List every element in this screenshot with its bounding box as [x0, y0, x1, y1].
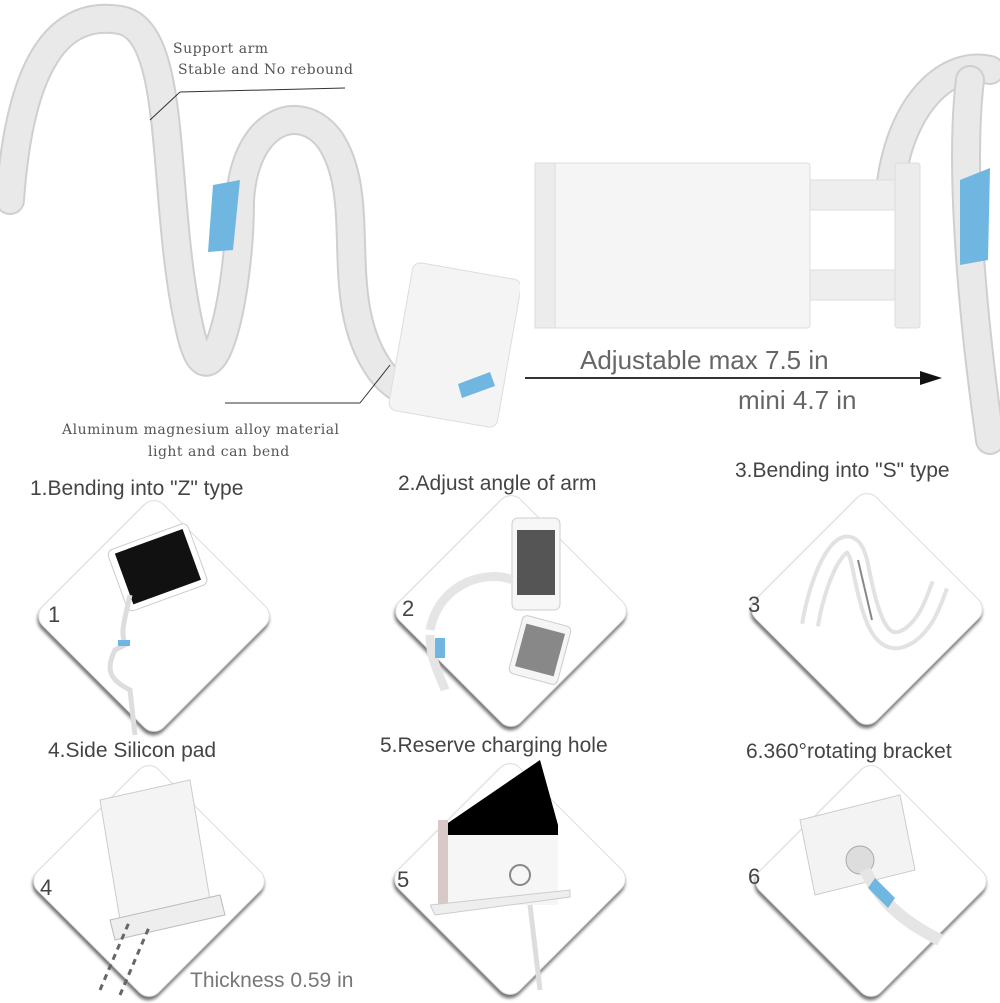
feature-caption-5: 5.Reserve charging hole [380, 734, 608, 757]
blue-collar-icon [960, 168, 990, 265]
rotating-bracket-image [799, 794, 943, 946]
tablet-holder-illustration [534, 53, 1000, 455]
s-bend-arm-image [800, 534, 950, 651]
support-arm-desc: Stable and No rebound [178, 62, 354, 78]
feature-caption-3: 3.Bending into "S" type [735, 459, 950, 482]
material-title: Aluminum magnesium alloy material [62, 422, 340, 438]
adjustable-min-label: mini 4.7 in [738, 385, 857, 415]
side-silicon-pad-image [98, 779, 226, 996]
support-arm-title: Support arm [173, 41, 269, 57]
gooseneck-arm-illustration [0, 3, 520, 428]
arrow-head-icon [920, 371, 942, 385]
adjust-arrow [525, 377, 925, 379]
charging-hole-image [430, 760, 571, 991]
feature-caption-6: 6.360°rotating bracket [746, 740, 952, 763]
feature-number-4: 4 [40, 875, 53, 900]
feature-number-2: 2 [402, 596, 415, 621]
feature-number-3: 3 [748, 592, 761, 617]
blue-collar-icon [208, 180, 240, 252]
phone-arm-angle-image [425, 517, 572, 692]
thickness-label: Thickness 0.59 in [190, 969, 354, 992]
tablet-z-bend-image [107, 523, 208, 736]
feature-caption-4: 4.Side Silicon pad [48, 739, 217, 762]
material-desc: light and can bend [148, 444, 290, 460]
feature-number-5: 5 [397, 867, 410, 892]
feature-caption-2: 2.Adjust angle of arm [398, 472, 597, 495]
feature-number-1: 1 [48, 602, 61, 627]
feature-number-6: 6 [748, 864, 761, 889]
adjustable-max-label: Adjustable max 7.5 in [580, 345, 829, 375]
feature-caption-1: 1.Bending into "Z" type [30, 477, 244, 500]
